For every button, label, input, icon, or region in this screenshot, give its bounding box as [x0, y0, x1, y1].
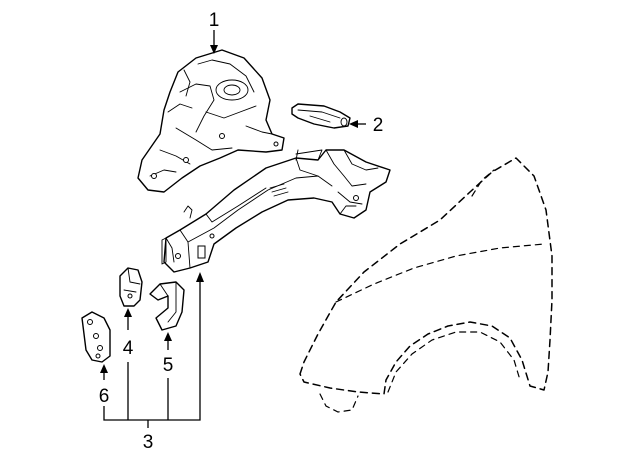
- callout-6: 6: [99, 386, 110, 407]
- fender-outline: [299, 157, 553, 413]
- part-1-shock-tower: [137, 49, 285, 193]
- callout-3-bracket: [103, 282, 201, 421]
- part-4-bracket: [119, 267, 143, 307]
- callout-2-arrowhead: [349, 120, 358, 128]
- callout-6-arrowhead: [100, 364, 108, 373]
- callout-4: 4: [123, 338, 134, 359]
- callout-5-arrowhead: [164, 332, 172, 341]
- part-2-bracket: [291, 103, 351, 129]
- callout-1: 1: [209, 10, 220, 31]
- callout-1-arrowhead: [210, 45, 218, 54]
- callout-3-arrowhead: [196, 272, 204, 282]
- callout-5: 5: [163, 355, 174, 376]
- callout-4-arrowhead: [124, 308, 132, 317]
- part-6-plate: [81, 311, 111, 363]
- callout-2: 2: [373, 115, 384, 136]
- callout-3: 3: [143, 432, 154, 453]
- leader-lines: [100, 30, 366, 428]
- frame-rail-assembly: [161, 149, 391, 273]
- part-5-bracket: [149, 281, 185, 331]
